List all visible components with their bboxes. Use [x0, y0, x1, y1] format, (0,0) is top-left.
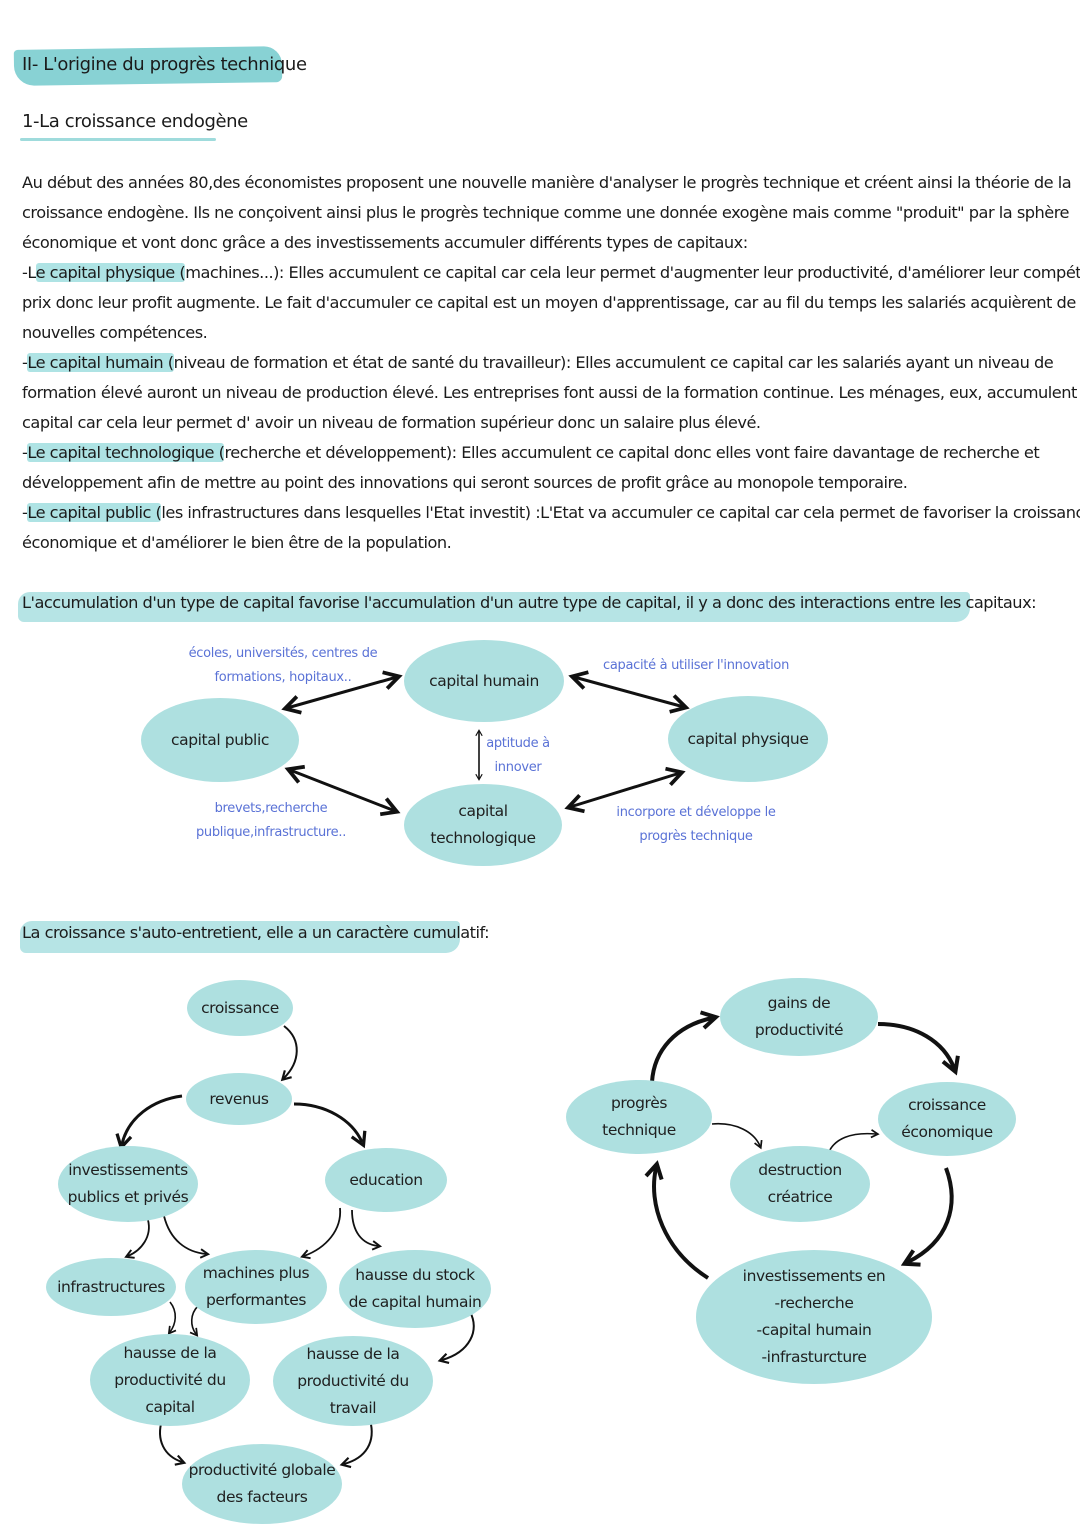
capital-public-line-1: -Le capital public (les infrastructures … [22, 503, 1080, 522]
interactions-heading-band [18, 592, 970, 622]
capital-humain-line-1: -Le capital humain (niveau de formation … [22, 353, 1054, 372]
subsection-underline [20, 138, 216, 141]
arrow-humain-physique [568, 670, 690, 714]
arrow-revenus-education [293, 1102, 367, 1149]
capital-physique-line-3: nouvelles compétences. [22, 323, 208, 342]
arrow-prodtrav-pgf [339, 1419, 373, 1469]
arrow-invest-machines [163, 1215, 211, 1259]
arrow-public-humain [281, 670, 403, 715]
arrow-invest-infra [124, 1219, 150, 1259]
capital-technologique-term: Le capital technologique ( [27, 443, 225, 462]
arrow-croissance-invest [900, 1167, 954, 1267]
arrow-education-machines [300, 1207, 341, 1260]
intro-line-3: économique et vont donc grâce a des inve… [22, 233, 748, 252]
arrow-techno-physique [564, 766, 686, 814]
node-croissance: croissance [187, 980, 293, 1036]
capital-public-term: Le capital public ( [27, 503, 162, 522]
intro-line-1: Au début des années 80,des économistes p… [22, 173, 1072, 192]
node-infrastructures: infrastructures [46, 1258, 176, 1316]
arrow-progres-destruction [711, 1122, 763, 1150]
arrow-machines-prodcap [189, 1305, 199, 1337]
interactions-heading: L'accumulation d'un type de capital favo… [22, 593, 1037, 612]
node-capital-physique: capital physique [668, 696, 828, 782]
arrow-revenus-invest [115, 1094, 183, 1151]
arrow-gains-croissance [877, 1022, 960, 1076]
capital-humain-line-2: formation élevé auront un niveau de prod… [22, 383, 1080, 402]
cumulative-heading-band [20, 921, 460, 953]
capital-physique-line-2: prix donc leur profit augmente. Le fait … [22, 293, 1076, 312]
arrow-public-techno [284, 764, 401, 817]
note-capacite: capacité à utiliser l'innovation [602, 658, 790, 673]
node-investissements-en: investissements en-recherche-capital hum… [696, 1250, 932, 1384]
capital-technologique-line-2: développement afin de mettre au point de… [22, 473, 908, 492]
arrow-prodcap-pgf [159, 1419, 187, 1466]
capital-physique-term: e capital physique ( [35, 263, 186, 282]
capital-technologique-line-1: -Le capital technologique (recherche et … [22, 443, 1040, 462]
node-capital-humain: capital humain [404, 640, 564, 722]
intro-line-2: croissance endogène. Ils ne conçoivent a… [22, 203, 1070, 222]
subsection-title: 1-La croissance endogène [22, 111, 248, 132]
cumulative-heading: La croissance s'auto-entretient, elle a … [22, 923, 490, 942]
arrow-invest-progres [644, 1160, 710, 1280]
capital-public-line-2: économique et d'améliorer le bien être d… [22, 533, 452, 552]
section-title-highlight: II- L'origine du progrès technique [13, 44, 307, 88]
capital-physique-line-1: -Le capital physique (machines...): Elle… [22, 263, 1080, 282]
arrow-croissance-revenus [280, 1025, 298, 1082]
node-revenus: revenus [186, 1073, 292, 1125]
arrow-progres-gains [650, 1010, 720, 1083]
arrow-infra-prodcap [167, 1301, 177, 1335]
arrow-education-stock [351, 1209, 383, 1251]
section-title: II- L'origine du progrès technique [22, 54, 307, 75]
capital-humain-term: Le capital humain ( [27, 353, 174, 372]
node-education: education [325, 1148, 447, 1212]
node-capital-public: capital public [141, 698, 299, 782]
capital-humain-line-3: capital car cela leur permet d' avoir un… [22, 413, 761, 432]
arrow-stock-prodtrav [437, 1311, 475, 1365]
